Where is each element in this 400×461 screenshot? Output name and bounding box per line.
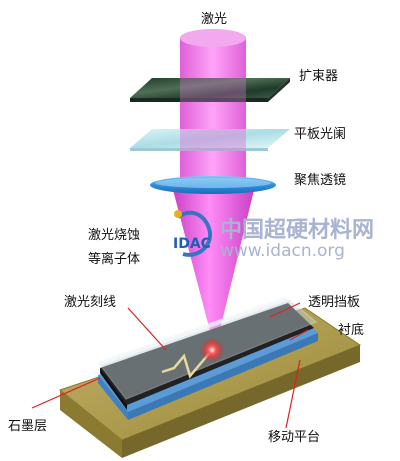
laser-column-top <box>180 29 246 47</box>
label-graphite-layer: 石墨层 <box>8 419 48 434</box>
label-ablation-plasma-2: 等离子体 <box>88 252 141 267</box>
label-flat-aperture: 平板光阑 <box>294 127 347 142</box>
flat-aperture <box>130 129 290 151</box>
watermark-title: 中国超硬材料网 <box>220 218 375 243</box>
idac-logo-text: IDAC <box>173 236 211 252</box>
laser-beam <box>172 29 255 350</box>
laser-column <box>180 38 246 186</box>
label-moving-platform: 移动平台 <box>268 430 321 445</box>
watermark-url: www.idacn.org <box>220 241 345 261</box>
leader-lines <box>31 302 309 429</box>
idac-logo: IDAC <box>173 210 212 257</box>
label-laser-scribe-line: 激光刻线 <box>64 295 117 310</box>
label-substrate: 衬底 <box>338 323 365 338</box>
beam-expander <box>130 78 290 102</box>
focusing-lens <box>150 176 276 194</box>
label-transparent-baffle: 透明挡板 <box>308 295 361 310</box>
label-beam-expander: 扩束器 <box>299 69 339 84</box>
label-laser: 激光 <box>201 12 228 27</box>
label-ablation-plasma-1: 激光烧蚀 <box>88 228 141 243</box>
label-focusing-lens: 聚焦透镜 <box>294 173 347 188</box>
ablation-hot-spot <box>200 338 224 362</box>
focused-beam-cone <box>172 186 255 350</box>
laser-scribe-line <box>161 349 213 379</box>
